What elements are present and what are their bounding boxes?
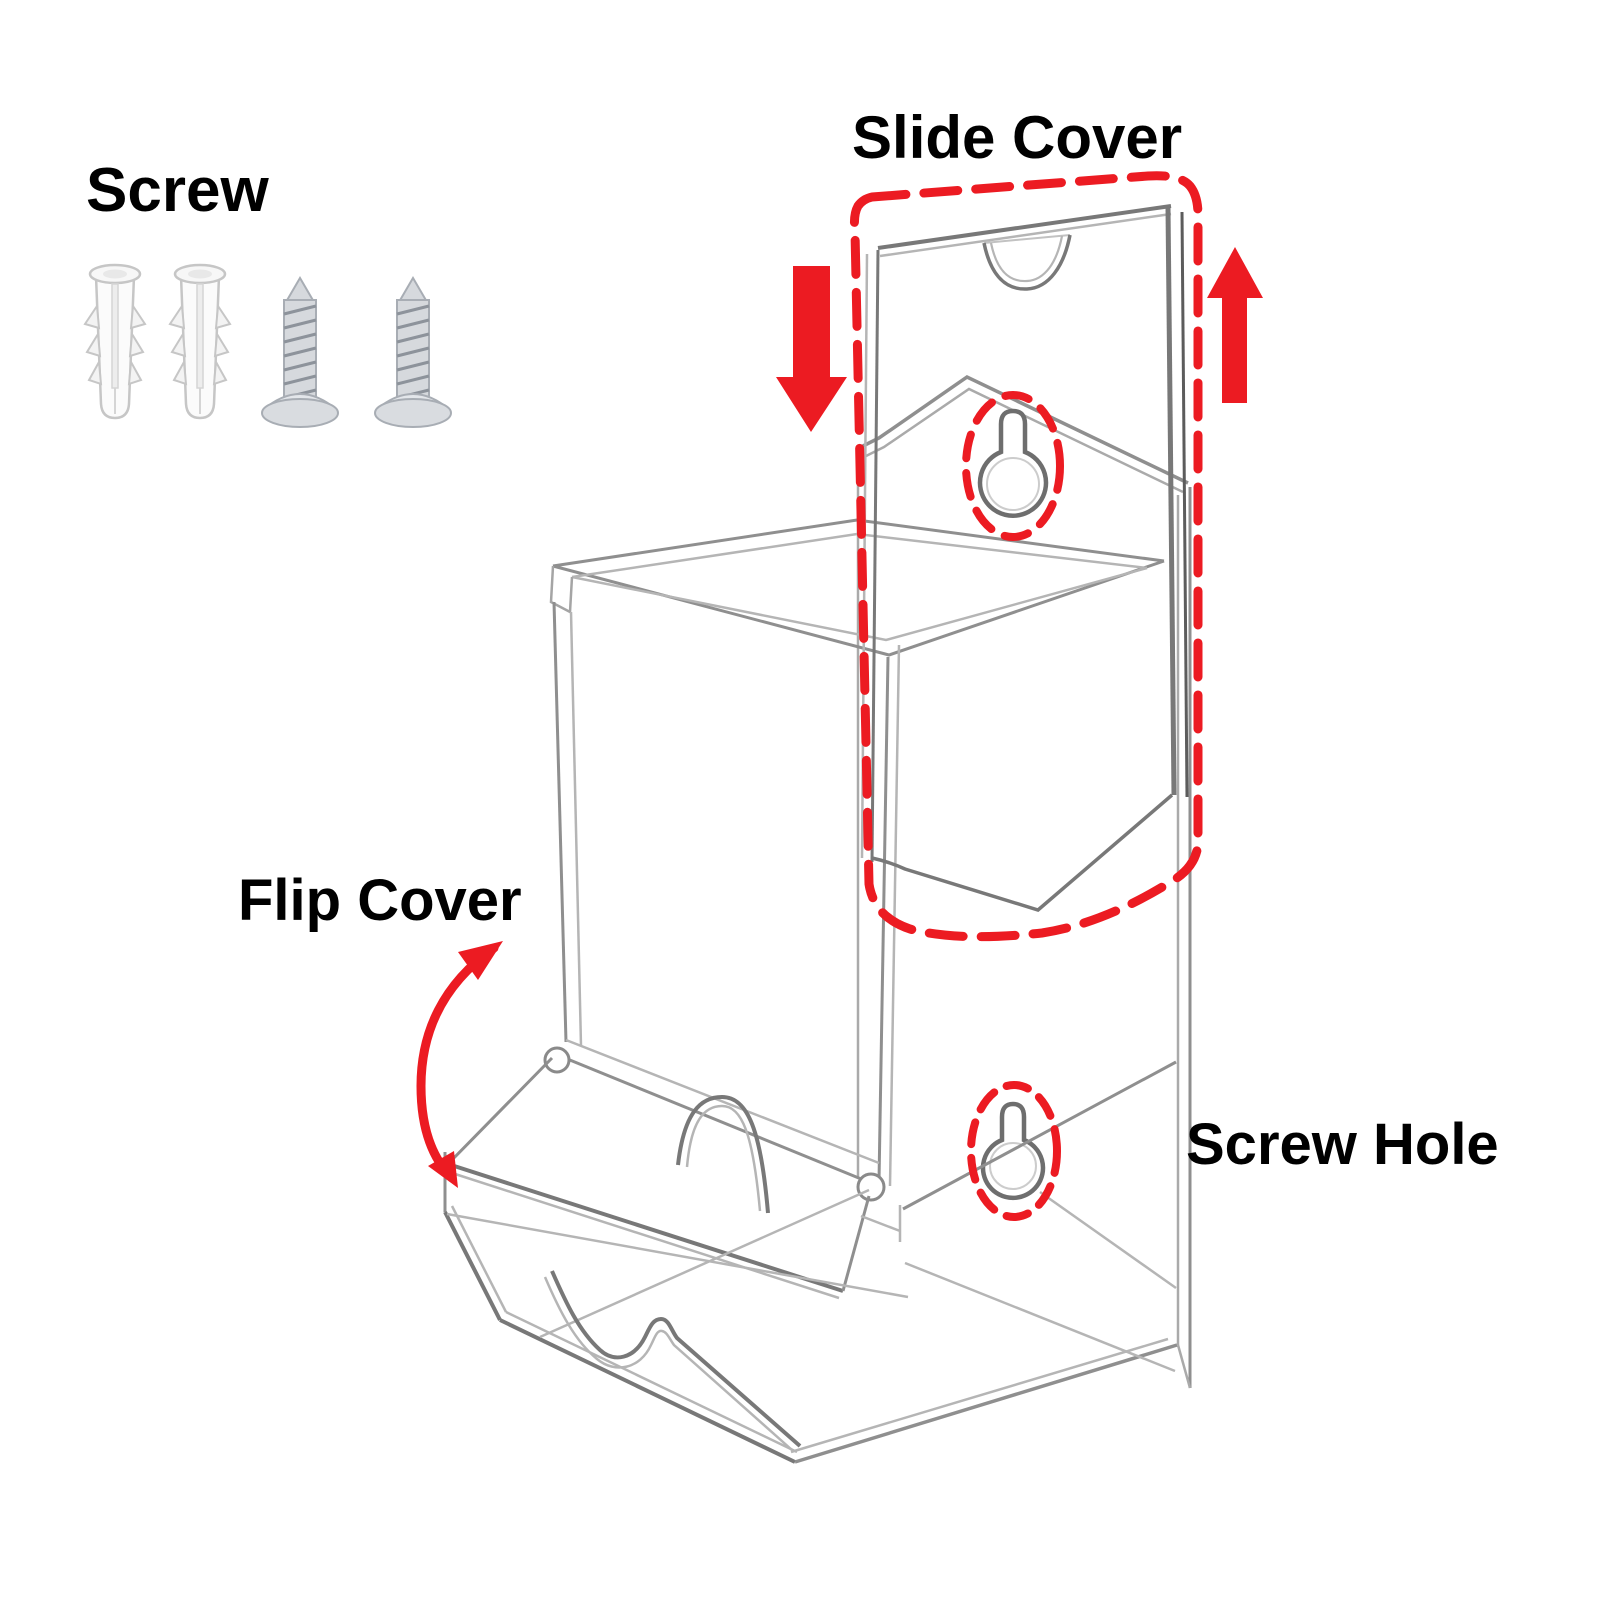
hinge-pin [856,1172,886,1202]
screw-hole-label: Screw Hole [1186,1112,1499,1177]
slide-cover-panel[interactable] [860,204,1189,912]
flip-rotation-arrow-icon [416,941,503,1188]
down-arrow-icon [776,266,847,432]
screw-label: Screw [86,156,269,225]
flip-cover-label: Flip Cover [238,868,522,933]
upper-keyhole-dashed-circle [962,391,1064,541]
screw-icon [260,276,340,429]
lid-arch-cutout [676,1094,770,1214]
back-mount-panel [856,374,1192,1389]
wall-anchor-icon [168,263,232,420]
lower-keyhole-dashed-circle [967,1081,1061,1221]
slide-cover-dashed-outline [849,171,1203,942]
screw-icon [373,276,453,429]
hinge-pin [543,1046,571,1074]
flip-cover-lid[interactable] [446,1046,902,1300]
slide-cover-label: Slide Cover [852,104,1183,171]
upper-keyhole [977,408,1049,518]
dispense-opening-cutout [550,1270,802,1448]
thumb-notch [982,234,1072,291]
wall-anchor-icon [83,263,147,420]
up-arrow-icon [1207,247,1263,403]
box-edges [552,601,901,1187]
bottom-tray [443,1060,1178,1464]
